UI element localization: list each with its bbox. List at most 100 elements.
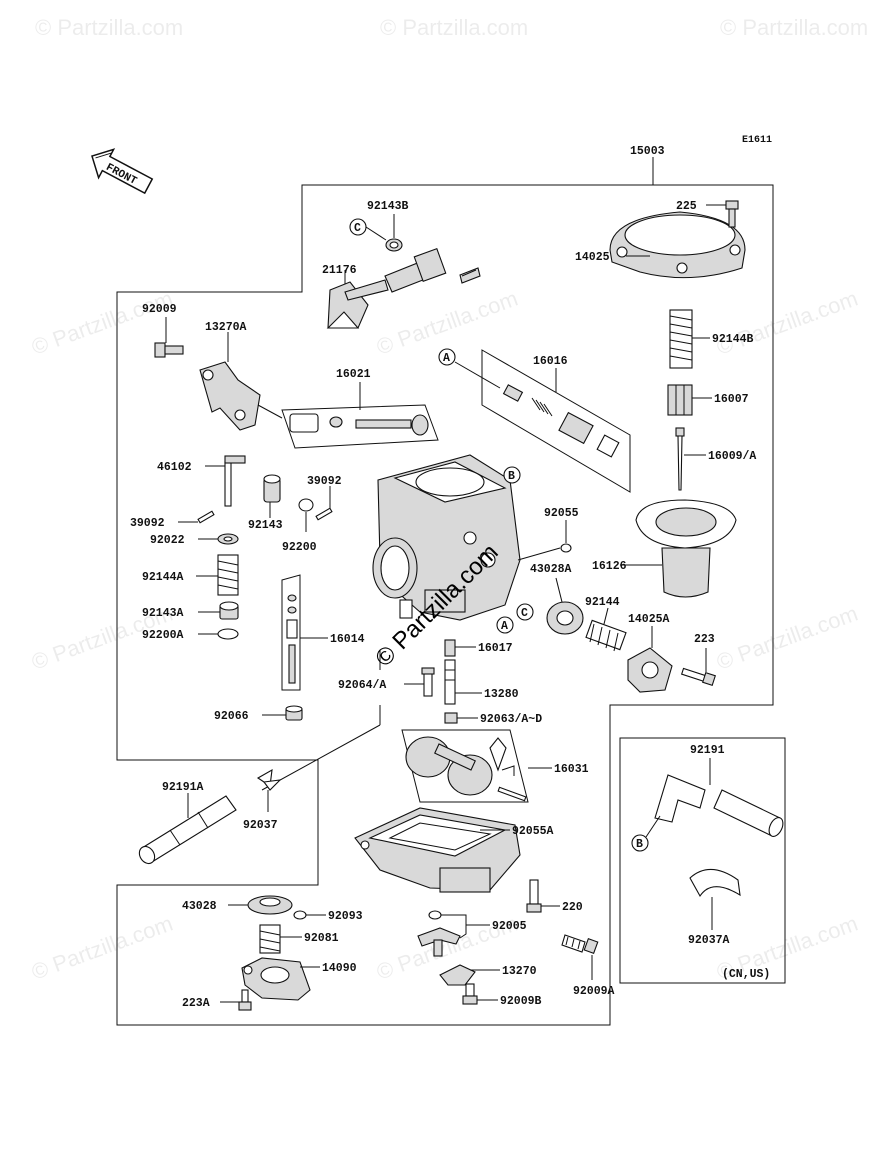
screw-220 <box>526 879 542 913</box>
spring-92144B <box>669 309 693 369</box>
part-label: 16021 <box>336 368 371 381</box>
part-label: 92144B <box>712 333 754 346</box>
diaphragm-16126 <box>635 499 737 598</box>
jet-92064A <box>421 667 435 697</box>
choke-plunger-21176 <box>326 247 447 329</box>
group-box-16016 <box>481 349 631 493</box>
part-label: 92144A <box>142 571 184 584</box>
watermark: © Partzilla.com <box>713 601 861 675</box>
part-label: 92191 <box>690 744 725 757</box>
needle-jet-13280 <box>444 659 456 705</box>
part-label: 39092 <box>130 517 165 530</box>
pin-39092-right <box>315 507 333 521</box>
cover-14025A <box>627 647 673 693</box>
carburetor-body <box>372 454 521 621</box>
valve-parts-16016 <box>502 384 620 458</box>
spring-92144A <box>217 554 239 596</box>
part-label: 16017 <box>478 642 513 655</box>
part-label: 225 <box>676 200 697 213</box>
part-label: 43028 <box>182 900 217 913</box>
spring-92144 <box>585 619 627 652</box>
hose-92191A <box>138 795 237 865</box>
ref-marker-b-label: B <box>508 470 515 483</box>
screw-223 <box>680 667 716 686</box>
part-label: 92055 <box>544 507 579 520</box>
part-label: 92143A <box>142 607 184 620</box>
part-label: 92037A <box>688 934 730 947</box>
part-label: 92143 <box>248 519 283 532</box>
watermark: © Partzilla.com <box>28 911 176 985</box>
part-label: 92063/A~D <box>480 713 542 726</box>
watermark: © Partzilla.com <box>720 15 868 40</box>
part-label: 14025A <box>628 613 670 626</box>
part-label: 16007 <box>714 393 749 406</box>
part-label: 223A <box>182 997 210 1010</box>
part-label: 14025 <box>575 251 610 264</box>
part-label: 92200A <box>142 629 184 642</box>
jet-needle-16009 <box>675 427 685 491</box>
part-label: 46102 <box>157 461 192 474</box>
float-bowl <box>354 807 521 893</box>
bracket-13270 <box>439 964 476 986</box>
cap-92143 <box>263 474 281 503</box>
part-label: 39092 <box>307 475 342 488</box>
ref-marker-a-label: A <box>443 352 450 365</box>
part-label: 220 <box>562 901 583 914</box>
hose-92191 <box>654 774 784 837</box>
region-inset-box <box>619 737 786 984</box>
screw-225 <box>725 200 739 228</box>
diaphragm-43028 <box>247 895 293 915</box>
part-label: 92055A <box>512 825 554 838</box>
part-label: 14090 <box>322 962 357 975</box>
ref-marker-a2-label: A <box>501 620 508 633</box>
screw-92009A <box>561 934 599 955</box>
part-label: 92037 <box>243 819 278 832</box>
front-arrow-icon: FRONT <box>91 148 154 195</box>
spring-92081 <box>259 924 281 954</box>
ref-marker-b2-label: B <box>636 838 643 851</box>
washer-92200A <box>217 628 239 640</box>
part-label: 16014 <box>330 633 365 646</box>
watermark: © Partzilla.com <box>28 286 176 360</box>
part-label: 92009 <box>142 303 177 316</box>
part-label: 16009/A <box>708 450 756 463</box>
clip-92037 <box>256 768 282 791</box>
washer-92200 <box>298 498 314 512</box>
screw-21176 <box>459 267 481 284</box>
watermark: © Partzilla.com <box>380 15 528 40</box>
ref-marker-c-2 <box>516 603 534 621</box>
assembly-outline <box>116 184 774 1026</box>
part-label: 92009A <box>573 985 615 998</box>
part-label: 92022 <box>150 534 185 547</box>
part-label: 13280 <box>484 688 519 701</box>
ref-marker-b-2 <box>631 834 649 852</box>
watermark: © Partzilla.com <box>35 15 183 40</box>
part-label: 16016 <box>533 355 568 368</box>
bracket-13270A <box>199 361 261 431</box>
screw-92009B <box>462 983 478 1005</box>
jet-16017 <box>444 639 456 657</box>
cover-14090 <box>241 957 311 1001</box>
part-label: 92143B <box>367 200 409 213</box>
part-label: 223 <box>694 633 715 646</box>
diaphragm-43028A <box>546 601 584 635</box>
o-ring-92093 <box>293 910 307 920</box>
ref-marker-c-label: C <box>354 222 361 235</box>
part-label: 21176 <box>322 264 357 277</box>
ref-marker-a <box>438 348 456 366</box>
washer-92022 <box>217 533 239 545</box>
float-16031 <box>405 736 527 802</box>
o-ring-92055 <box>560 543 572 553</box>
part-label: 13270 <box>502 965 537 978</box>
part-label: 92064/A <box>338 679 386 692</box>
part-label: 92191A <box>162 781 204 794</box>
top-cover-14025 <box>609 211 746 279</box>
clip-92037A <box>689 868 741 898</box>
watermark: © Partzilla.com <box>713 286 861 360</box>
part-label: 92081 <box>304 932 339 945</box>
fitting-92005 <box>417 910 461 957</box>
diagram-code: E1611 <box>742 135 772 146</box>
ref-marker-c2-label: C <box>521 607 528 620</box>
o-ring-92143B <box>385 238 403 252</box>
